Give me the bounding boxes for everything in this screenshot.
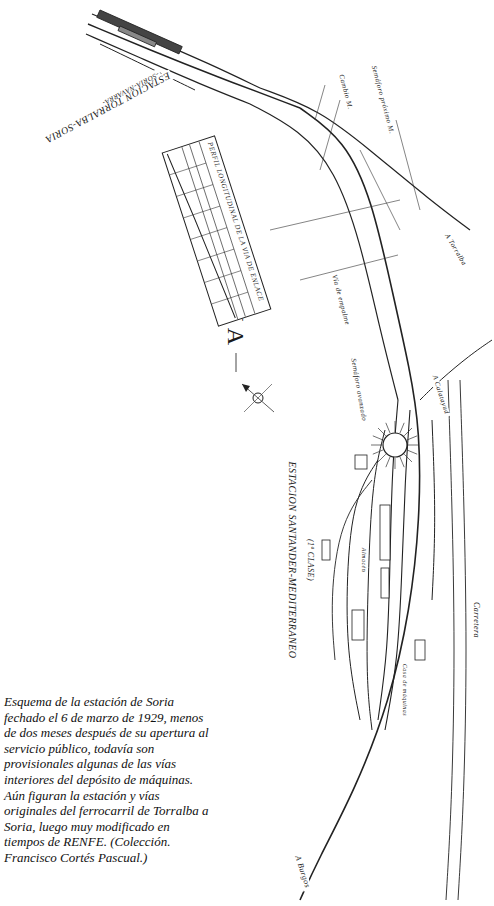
branch-track bbox=[420, 340, 492, 400]
hut bbox=[415, 640, 425, 660]
goods-shed bbox=[381, 568, 389, 598]
road-edge bbox=[458, 380, 466, 900]
turntable-ray bbox=[404, 454, 412, 462]
turntable-ray bbox=[407, 436, 417, 440]
profile-table: PERFIL LONGITUDINAL DE LA VIA DE ENLACE bbox=[161, 135, 271, 326]
turntable-ray bbox=[371, 445, 382, 446]
track-label: Semáforo próximo M. bbox=[369, 63, 396, 137]
turntable-ray bbox=[386, 457, 390, 467]
turntable-ray bbox=[407, 450, 417, 454]
turntable-ray bbox=[378, 428, 386, 436]
table-rule bbox=[176, 185, 212, 197]
siding-track bbox=[432, 420, 435, 600]
turntable-ray bbox=[373, 450, 383, 454]
track-label: A Torralba bbox=[442, 231, 468, 269]
main-track bbox=[88, 24, 300, 108]
table-rule bbox=[211, 292, 247, 304]
main-track bbox=[300, 108, 420, 900]
turntable-ray bbox=[404, 428, 412, 436]
table-rule bbox=[169, 163, 205, 175]
siding-track bbox=[332, 480, 372, 660]
turntable-ray bbox=[395, 421, 396, 432]
table-rule bbox=[181, 147, 237, 319]
turntable-ray bbox=[395, 458, 396, 469]
branch-track bbox=[260, 88, 470, 230]
leader-line bbox=[360, 150, 400, 230]
table-heading: PERFIL LONGITUDINAL DE LA VIA DE ENLACE bbox=[202, 137, 269, 313]
table-rule bbox=[197, 249, 233, 261]
hut bbox=[322, 540, 330, 560]
track-label: Almacén bbox=[361, 546, 368, 575]
platform bbox=[118, 26, 157, 47]
table-rule bbox=[204, 271, 240, 283]
turntable bbox=[383, 433, 407, 457]
dimension-line bbox=[270, 200, 400, 230]
gradient-profile bbox=[167, 150, 235, 323]
photo-caption: Esquema de la estación de Soria fechado … bbox=[4, 694, 210, 866]
station-building bbox=[97, 10, 182, 54]
compass-needle bbox=[242, 384, 274, 412]
station-building bbox=[380, 505, 390, 560]
road-edge bbox=[446, 380, 454, 900]
table-rule bbox=[189, 145, 245, 317]
engine-shed bbox=[352, 610, 364, 640]
turntable-ray bbox=[400, 423, 404, 433]
turntable-ray bbox=[408, 445, 419, 446]
turntable-ray bbox=[378, 454, 386, 462]
leader-line bbox=[315, 85, 325, 120]
track-label: A Calatayud bbox=[429, 373, 450, 418]
junction-track bbox=[250, 104, 398, 400]
turntable-ray bbox=[386, 423, 390, 433]
table-rule bbox=[183, 206, 219, 218]
track-label: Semáforo avanzado bbox=[348, 356, 367, 424]
track-label: Carretera bbox=[472, 600, 481, 640]
turntable-ray bbox=[400, 457, 404, 467]
turntable-ray bbox=[373, 436, 383, 440]
north-arrow bbox=[242, 384, 250, 392]
track-label: (1ª CLASE) bbox=[306, 537, 315, 583]
water-tank bbox=[355, 455, 367, 469]
track-label: A Burgos bbox=[292, 853, 312, 891]
track-label: Vía de empalme bbox=[329, 272, 351, 328]
track-label: ESTACION TORRALBA-SORIA bbox=[42, 69, 174, 146]
track-label: ESTACION SANTANDER-MEDITERRANEO bbox=[287, 459, 298, 660]
leader-line bbox=[396, 120, 420, 210]
table-rule bbox=[190, 228, 226, 240]
dimension-line bbox=[300, 255, 398, 280]
siding-track bbox=[347, 460, 378, 720]
track-label: Cambio M. bbox=[336, 72, 354, 113]
track-label: Casa de máquinas bbox=[402, 662, 409, 718]
leader-line bbox=[320, 100, 340, 170]
